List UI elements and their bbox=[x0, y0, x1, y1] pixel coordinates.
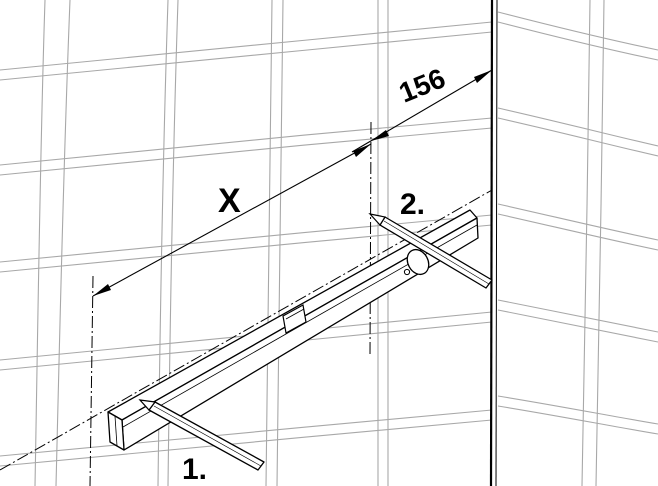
right-tile-horizontal-10 bbox=[497, 405, 658, 435]
dimension-156-label: 156 bbox=[395, 62, 450, 108]
tile-horizontal-1 bbox=[0, 21, 493, 71]
reference-line bbox=[0, 189, 493, 471]
right-wall-tiles bbox=[497, 0, 658, 486]
tile-horizontal-5 bbox=[0, 214, 493, 263]
tile-horizontal-10 bbox=[0, 419, 493, 467]
right-tile-horizontal-7 bbox=[497, 299, 658, 333]
tile-horizontal-9 bbox=[0, 409, 493, 457]
level-end-line bbox=[114, 415, 118, 447]
right-tile-horizontal-8 bbox=[497, 309, 658, 343]
extension-line-left bbox=[89, 275, 94, 486]
right-tile-horizontal-1 bbox=[497, 11, 658, 51]
tile-vertical-5 bbox=[265, 0, 273, 486]
pencil-2-tip bbox=[368, 213, 386, 226]
tile-horizontal-2 bbox=[0, 31, 493, 81]
dimension-line-x bbox=[92, 143, 372, 297]
tile-vertical-1 bbox=[34, 0, 46, 486]
dimension-x: X bbox=[89, 121, 372, 486]
level-hanging-hole bbox=[403, 248, 430, 276]
tile-horizontal-7 bbox=[0, 311, 493, 361]
right-tile-horizontal-9 bbox=[497, 395, 658, 425]
pencil-1-tip bbox=[138, 399, 157, 411]
right-tile-horizontal-6 bbox=[497, 213, 658, 251]
right-tile-horizontal-2 bbox=[497, 21, 658, 61]
right-tile-horizontal-5 bbox=[497, 203, 658, 241]
dimension-x-label: X bbox=[218, 182, 241, 220]
step-2-label: 2. bbox=[400, 188, 425, 221]
wall-corner bbox=[489, 0, 498, 486]
level-bubble-vial bbox=[282, 304, 307, 334]
arrowhead-x-right bbox=[353, 144, 371, 157]
right-tile-vertical-1 bbox=[581, 0, 591, 486]
pencil-1 bbox=[138, 399, 265, 471]
arrowhead-x-left bbox=[93, 284, 111, 296]
left-wall-tiles bbox=[0, 0, 493, 486]
tile-horizontal-6 bbox=[0, 224, 493, 273]
step-1-label: 1. bbox=[182, 453, 207, 486]
tile-horizontal-4 bbox=[0, 127, 493, 176]
right-tile-vertical-2 bbox=[595, 0, 605, 486]
tile-horizontal-3 bbox=[0, 117, 493, 166]
arrowhead-156-left bbox=[371, 130, 389, 141]
tile-vertical-6 bbox=[276, 0, 284, 486]
right-tile-horizontal-4 bbox=[497, 117, 658, 157]
arrowhead-156-right bbox=[474, 70, 492, 83]
extension-line-middle bbox=[369, 121, 372, 356]
spirit-level bbox=[107, 209, 479, 451]
right-tile-horizontal-3 bbox=[497, 107, 658, 147]
pencil-2 bbox=[368, 213, 493, 289]
